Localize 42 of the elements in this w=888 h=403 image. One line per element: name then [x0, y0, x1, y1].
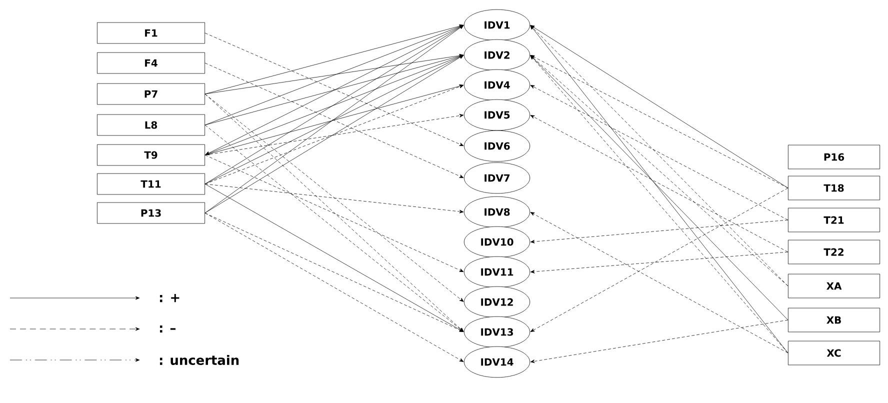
arrow — [205, 54, 464, 156]
arrow — [204, 114, 464, 156]
arrow — [530, 188, 788, 332]
variable-box: T9 — [97, 144, 205, 166]
arrow — [204, 25, 464, 184]
arrow — [530, 220, 788, 244]
arrow — [204, 154, 464, 272]
variable-box: F1 — [97, 22, 205, 44]
variable-box: XC — [788, 340, 880, 366]
variable-box: XA — [788, 274, 880, 298]
arrow — [530, 212, 788, 354]
arrow — [530, 85, 788, 220]
arrow — [204, 84, 464, 156]
legend-text: : + — [160, 294, 180, 302]
variable-box: F4 — [97, 52, 205, 74]
arrow — [204, 212, 464, 362]
arrow — [530, 320, 788, 364]
variable-box: XB — [788, 308, 880, 332]
arrow — [530, 252, 788, 274]
variable-box: P7 — [97, 83, 205, 105]
arrow — [204, 24, 464, 126]
legend-text: : uncertain — [160, 355, 239, 366]
variable-box: P16 — [788, 144, 880, 170]
arrow — [204, 84, 464, 184]
variable-box: T22 — [788, 240, 880, 264]
variable-box: L8 — [97, 114, 205, 136]
legend-text: : – — [160, 325, 176, 333]
arrow — [204, 184, 464, 332]
variable-box: T18 — [788, 176, 880, 200]
arrow — [204, 24, 464, 94]
arrow — [204, 54, 464, 126]
arrow — [530, 115, 788, 252]
arrow — [204, 212, 464, 332]
arrow — [204, 184, 464, 214]
variable-box: T21 — [788, 208, 880, 232]
arrow — [530, 25, 788, 188]
arrow — [204, 54, 464, 94]
arrow — [204, 25, 464, 214]
arrow — [204, 55, 464, 214]
arrow — [530, 55, 788, 188]
variable-box: T11 — [97, 173, 205, 195]
variable-box: P13 — [97, 202, 205, 224]
